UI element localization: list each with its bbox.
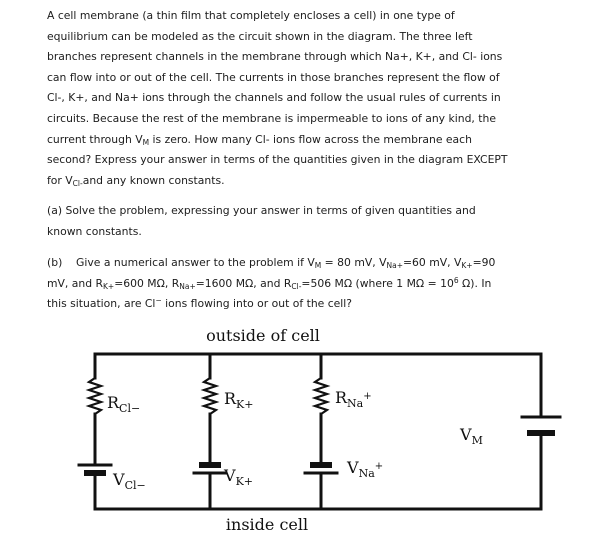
subscript: K+ [461, 261, 473, 270]
label-subscript: Na [359, 467, 376, 480]
label-letter: R [107, 393, 120, 412]
label-subscript: M [472, 434, 483, 447]
text-line: circuits. Because the rest of the membra… [47, 111, 497, 125]
resistor-k [200, 376, 220, 416]
battery-cl-label: VCl− [112, 470, 146, 492]
text-line: known constants. [47, 224, 142, 238]
part-b-label: (b) [47, 256, 63, 269]
subscript: Cl- [72, 178, 83, 188]
text: this situation, are Cl [47, 297, 156, 311]
battery-k-label: VK+ [223, 466, 253, 488]
text-line: and any known constants. [82, 173, 225, 187]
label-subscript: K+ [236, 398, 253, 411]
label-subscript: Cl− [125, 479, 146, 492]
superscript: 6 [453, 275, 459, 285]
label-letter: R [335, 388, 348, 407]
subscript: Na+ [179, 281, 196, 291]
label-subscript: K+ [236, 475, 253, 488]
text: = 80 mV, V [321, 256, 387, 269]
subscript: K+ [103, 281, 115, 291]
text: =506 MΩ (where 1 MΩ = 10 [301, 276, 454, 290]
part-b: (b) Give a numerical answer to the probl… [47, 253, 557, 315]
battery-na-label: VNa+ [346, 458, 383, 480]
resistor-cl [85, 376, 105, 416]
text: Give a numerical answer to the problem i… [76, 256, 315, 269]
text: mV, and R [47, 276, 104, 290]
text: =60 mV, V [402, 256, 462, 269]
text: ions flowing into or out of the cell? [161, 297, 353, 311]
label-letter: V [459, 425, 472, 444]
text: Ω). In [458, 276, 492, 290]
label-letter: V [346, 458, 359, 477]
text-line: Cl-, K+, and Na+ ions through the channe… [47, 91, 501, 105]
label-superscript: + [363, 391, 371, 402]
subscript: M [142, 137, 150, 147]
subscript: Cl- [291, 281, 302, 291]
text-line: can flow into or out of the cell. The cu… [47, 70, 500, 84]
label-subscript: Na [347, 397, 364, 410]
part-a: (a) Solve the problem, expressing your a… [47, 201, 557, 242]
resistor-na [311, 376, 331, 416]
text-line: (a) Solve the problem, expressing your a… [47, 204, 476, 217]
superscript: − [155, 296, 162, 306]
text-line: A cell membrane (a thin film that comple… [47, 9, 455, 22]
resistor-cl-label: RCl− [107, 393, 140, 415]
text-line: equilibrium can be modeled as the circui… [47, 29, 473, 43]
text-line: branches represent channels in the membr… [47, 50, 503, 64]
label-letter: R [224, 389, 237, 408]
resistor-na-label: RNa+ [335, 388, 372, 410]
bottom-wire [93, 439, 543, 511]
text: =90 [472, 256, 496, 269]
subscript: M [314, 261, 322, 270]
text: =600 MΩ, R [114, 276, 180, 290]
resistor-k-label: RK+ [224, 389, 253, 411]
outside-cell-label: outside of cell [206, 326, 320, 345]
inside-cell-label: inside cell [226, 515, 308, 534]
label-superscript: + [375, 461, 383, 472]
text-line: current through V [47, 132, 143, 146]
text: =1600 MΩ, and R [195, 276, 292, 290]
subscript: Na+ [386, 261, 403, 270]
battery-vm-label: VM [459, 425, 483, 447]
membrane-circuit-diagram: outside of cell inside cell RCl− RK+ RNa… [77, 326, 562, 534]
text-line: for V [47, 173, 73, 187]
text-line: is zero. How many Cl- ions flow across t… [149, 132, 472, 146]
label-subscript: Cl− [119, 402, 140, 415]
label-letter: V [223, 466, 236, 485]
text-line: second? Express your answer in terms of … [47, 153, 508, 167]
problem-statement: A cell membrane (a thin film that comple… [47, 6, 557, 191]
top-wire [93, 352, 543, 419]
label-letter: V [112, 470, 125, 489]
